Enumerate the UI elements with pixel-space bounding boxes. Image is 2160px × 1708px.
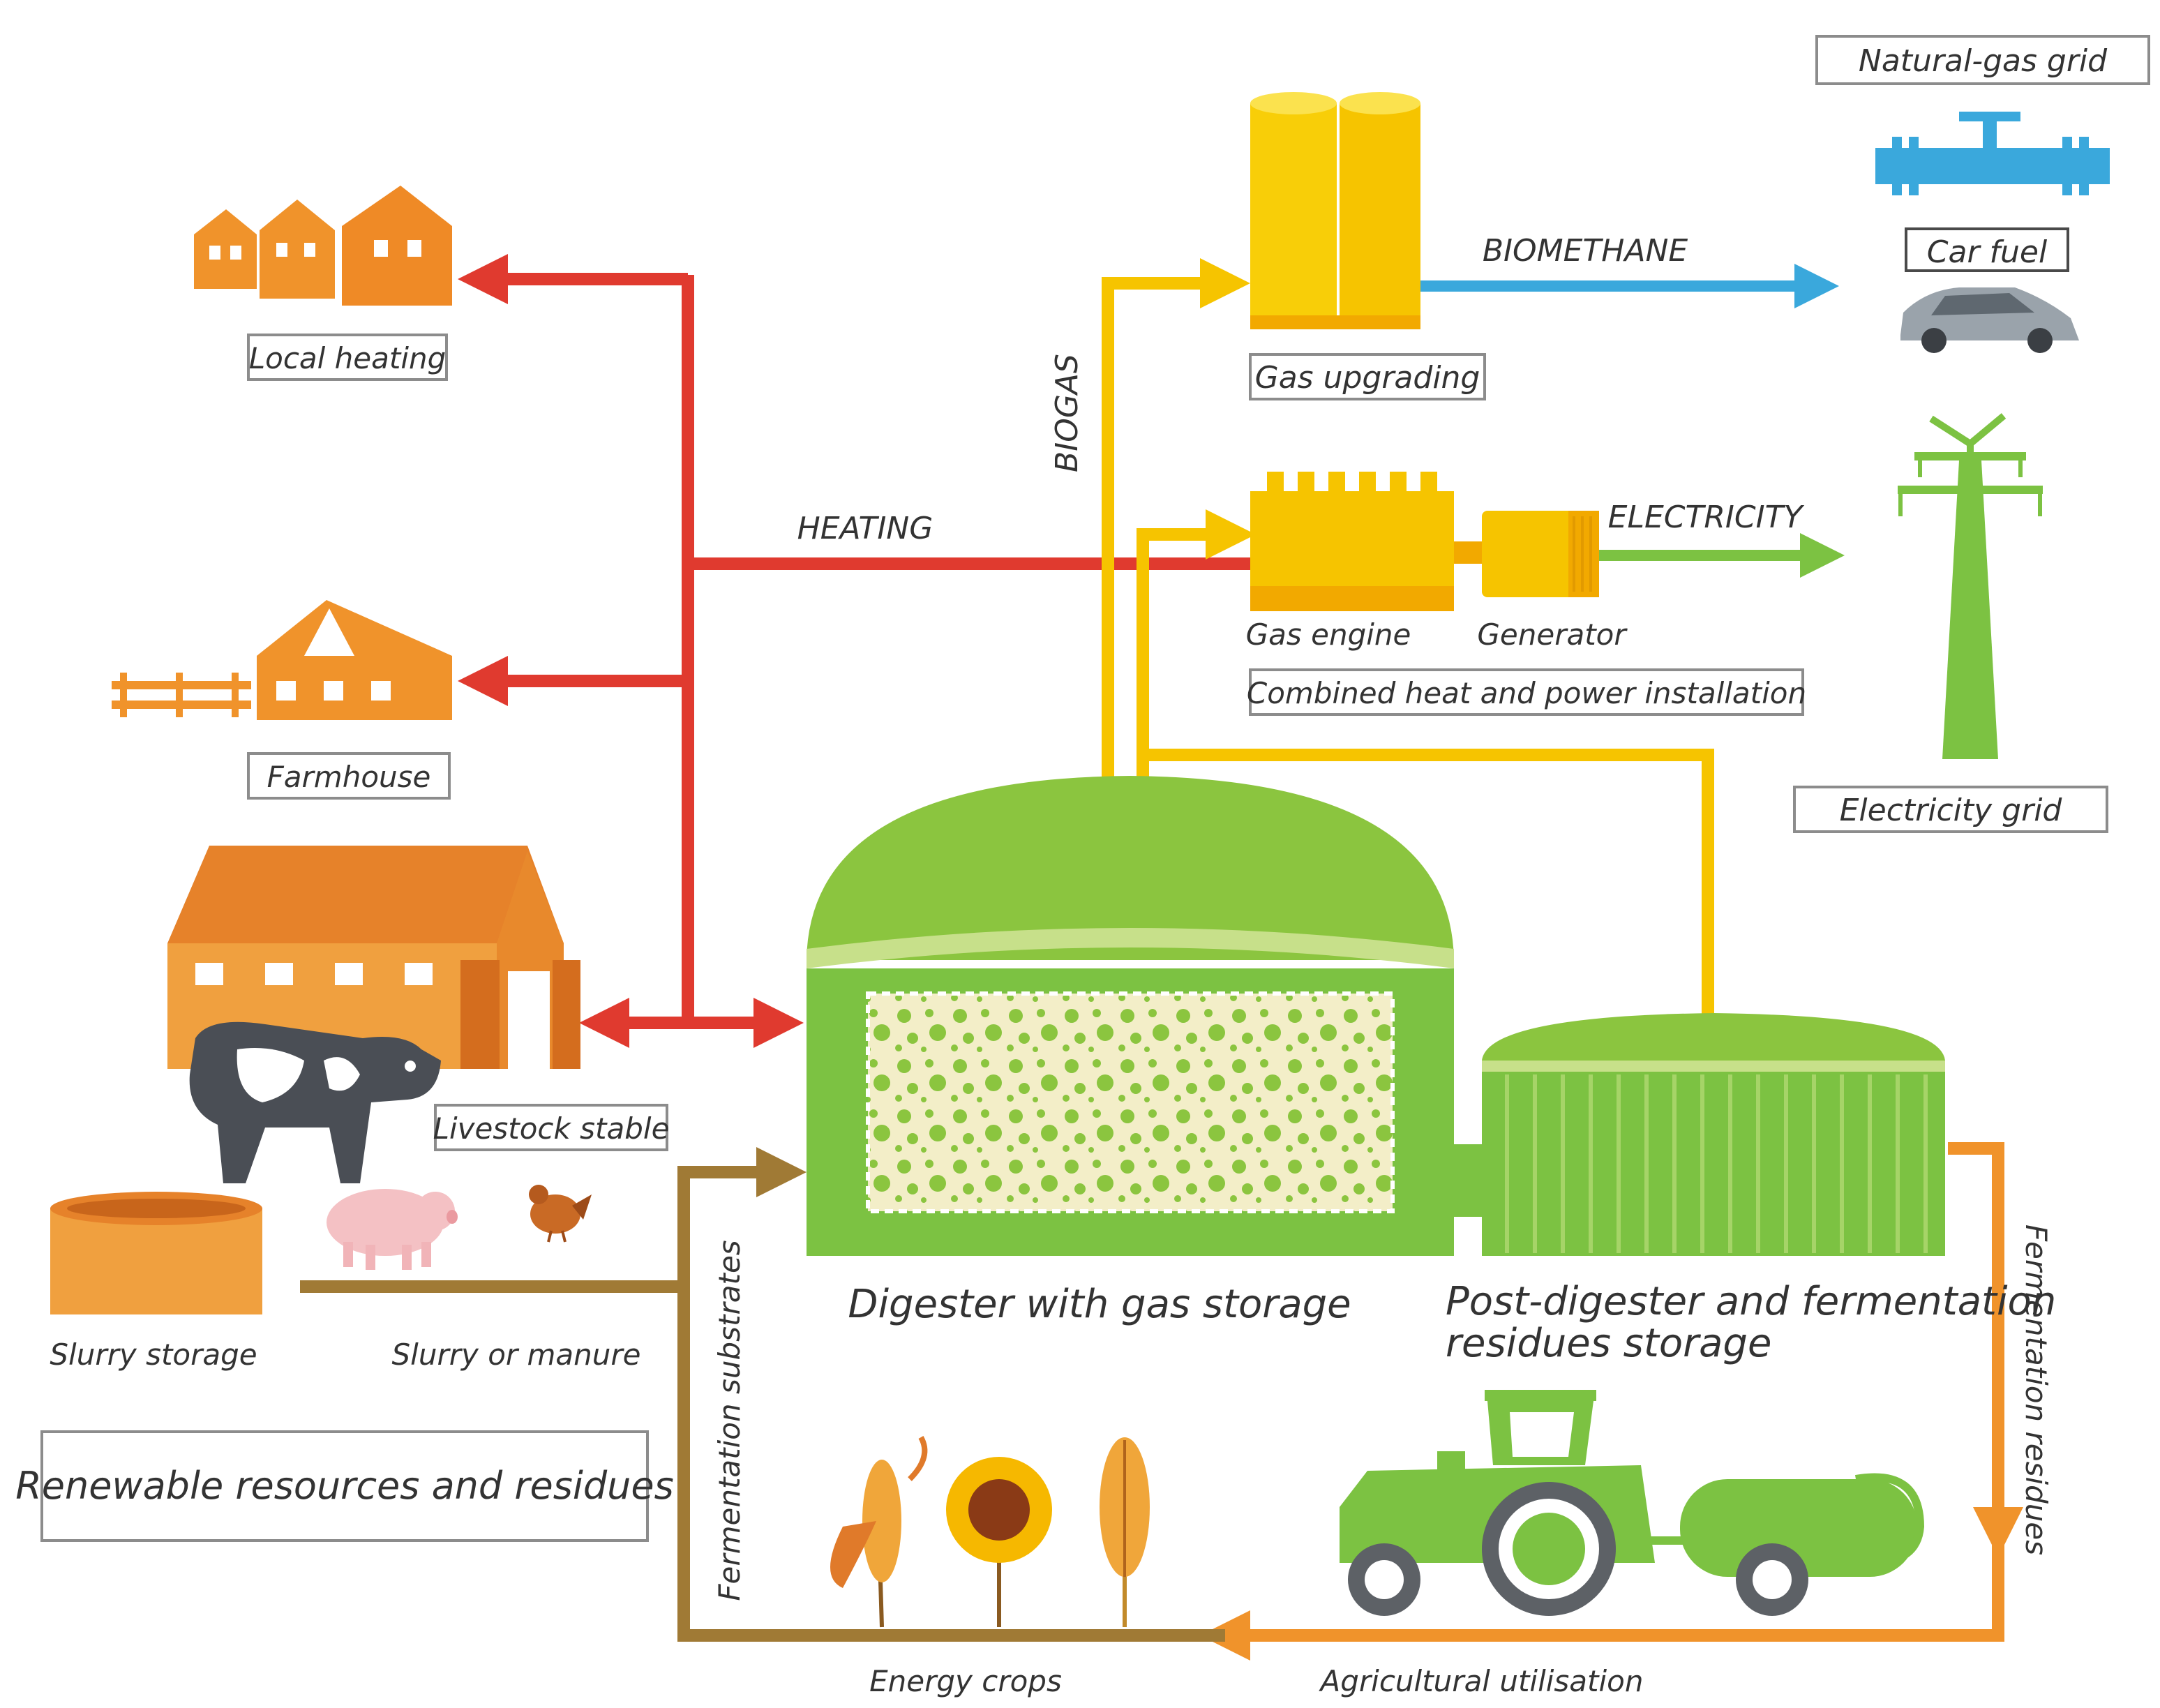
electricity-label: ELECTRICITY <box>1608 500 1805 535</box>
cow-icon <box>189 1021 441 1183</box>
car-icon <box>1900 287 2079 353</box>
fermentation-residues-label: Fermentation residues <box>2019 1224 2053 1555</box>
local-heating-box <box>247 334 448 381</box>
natural-gas-pipe-icon <box>1875 112 2110 195</box>
biogas-flow <box>1102 258 1714 1016</box>
car-fuel-label: Car fuel <box>1927 234 2048 270</box>
livestock-stable-icon <box>167 846 580 1069</box>
engine-shaft <box>1454 541 1485 564</box>
farmhouse-box <box>247 752 451 800</box>
gas-upgrading-label: Gas upgrading <box>1255 360 1480 396</box>
chp-box <box>1249 668 1804 716</box>
heating-flow <box>458 254 1256 1048</box>
livestock-stable-label: Livestock stable <box>433 1111 670 1146</box>
chp-label: Combined heat and power installation <box>1247 676 1806 710</box>
slurry-storage-tank-icon <box>50 1192 262 1314</box>
pig-icon <box>327 1189 458 1270</box>
energy-crops-icon <box>830 1436 1150 1628</box>
local-heating-label: Local heating <box>249 341 447 375</box>
biomethane-label: BIOMETHANE <box>1483 233 1688 269</box>
renewable-label: Renewable resources and residues <box>15 1464 674 1508</box>
digester-connector <box>1451 1144 1487 1217</box>
slurry-or-manure-label: Slurry or manure <box>392 1338 641 1372</box>
chicken-icon <box>529 1185 592 1243</box>
natural-gas-grid-box <box>1815 35 2150 85</box>
gas-engine-label: Gas engine <box>1246 617 1411 652</box>
farmhouse-label: Farmhouse <box>267 760 431 794</box>
digester-label: Digester with gas storage <box>848 1282 1351 1327</box>
slurry-storage-label: Slurry storage <box>50 1338 257 1372</box>
tractor-icon <box>1340 1390 1925 1616</box>
local-heating-houses-icon <box>194 186 452 306</box>
natural-gas-grid-label: Natural-gas grid <box>1859 43 2108 79</box>
substrate-flow <box>300 1147 1225 1642</box>
post-digester-label-line2: residues storage <box>1446 1321 1771 1366</box>
renewable-box <box>40 1430 649 1542</box>
digester-tank-icon <box>807 776 1454 1256</box>
generator-icon <box>1482 511 1599 597</box>
heating-label: HEATING <box>797 511 933 546</box>
agricultural-utilisation-label: Agricultural utilisation <box>1319 1664 1644 1698</box>
energy-crops-label: Energy crops <box>869 1664 1062 1698</box>
livestock-stable-box <box>434 1104 668 1151</box>
post-digester-tank-icon <box>1482 1013 1945 1256</box>
electricity-pylon-icon <box>1898 413 2043 759</box>
fermentation-residues-flow <box>1200 1142 2004 1661</box>
car-fuel-box <box>1905 227 2069 272</box>
electricity-grid-box <box>1793 786 2108 833</box>
farmhouse-icon <box>112 600 452 720</box>
post-digester-label-line1: Post-digester and fermentation <box>1446 1279 2056 1324</box>
gas-upgrading-box <box>1249 353 1486 400</box>
gas-engine-icon <box>1250 472 1454 611</box>
generator-label: Generator <box>1477 617 1628 652</box>
biogas-label: BIOGAS <box>1049 354 1085 472</box>
gas-upgrading-cylinders-icon <box>1250 92 1420 329</box>
fermentation-substrates-label: Fermentation substrates <box>712 1240 747 1601</box>
electricity-grid-label: Electricity grid <box>1840 793 2063 828</box>
